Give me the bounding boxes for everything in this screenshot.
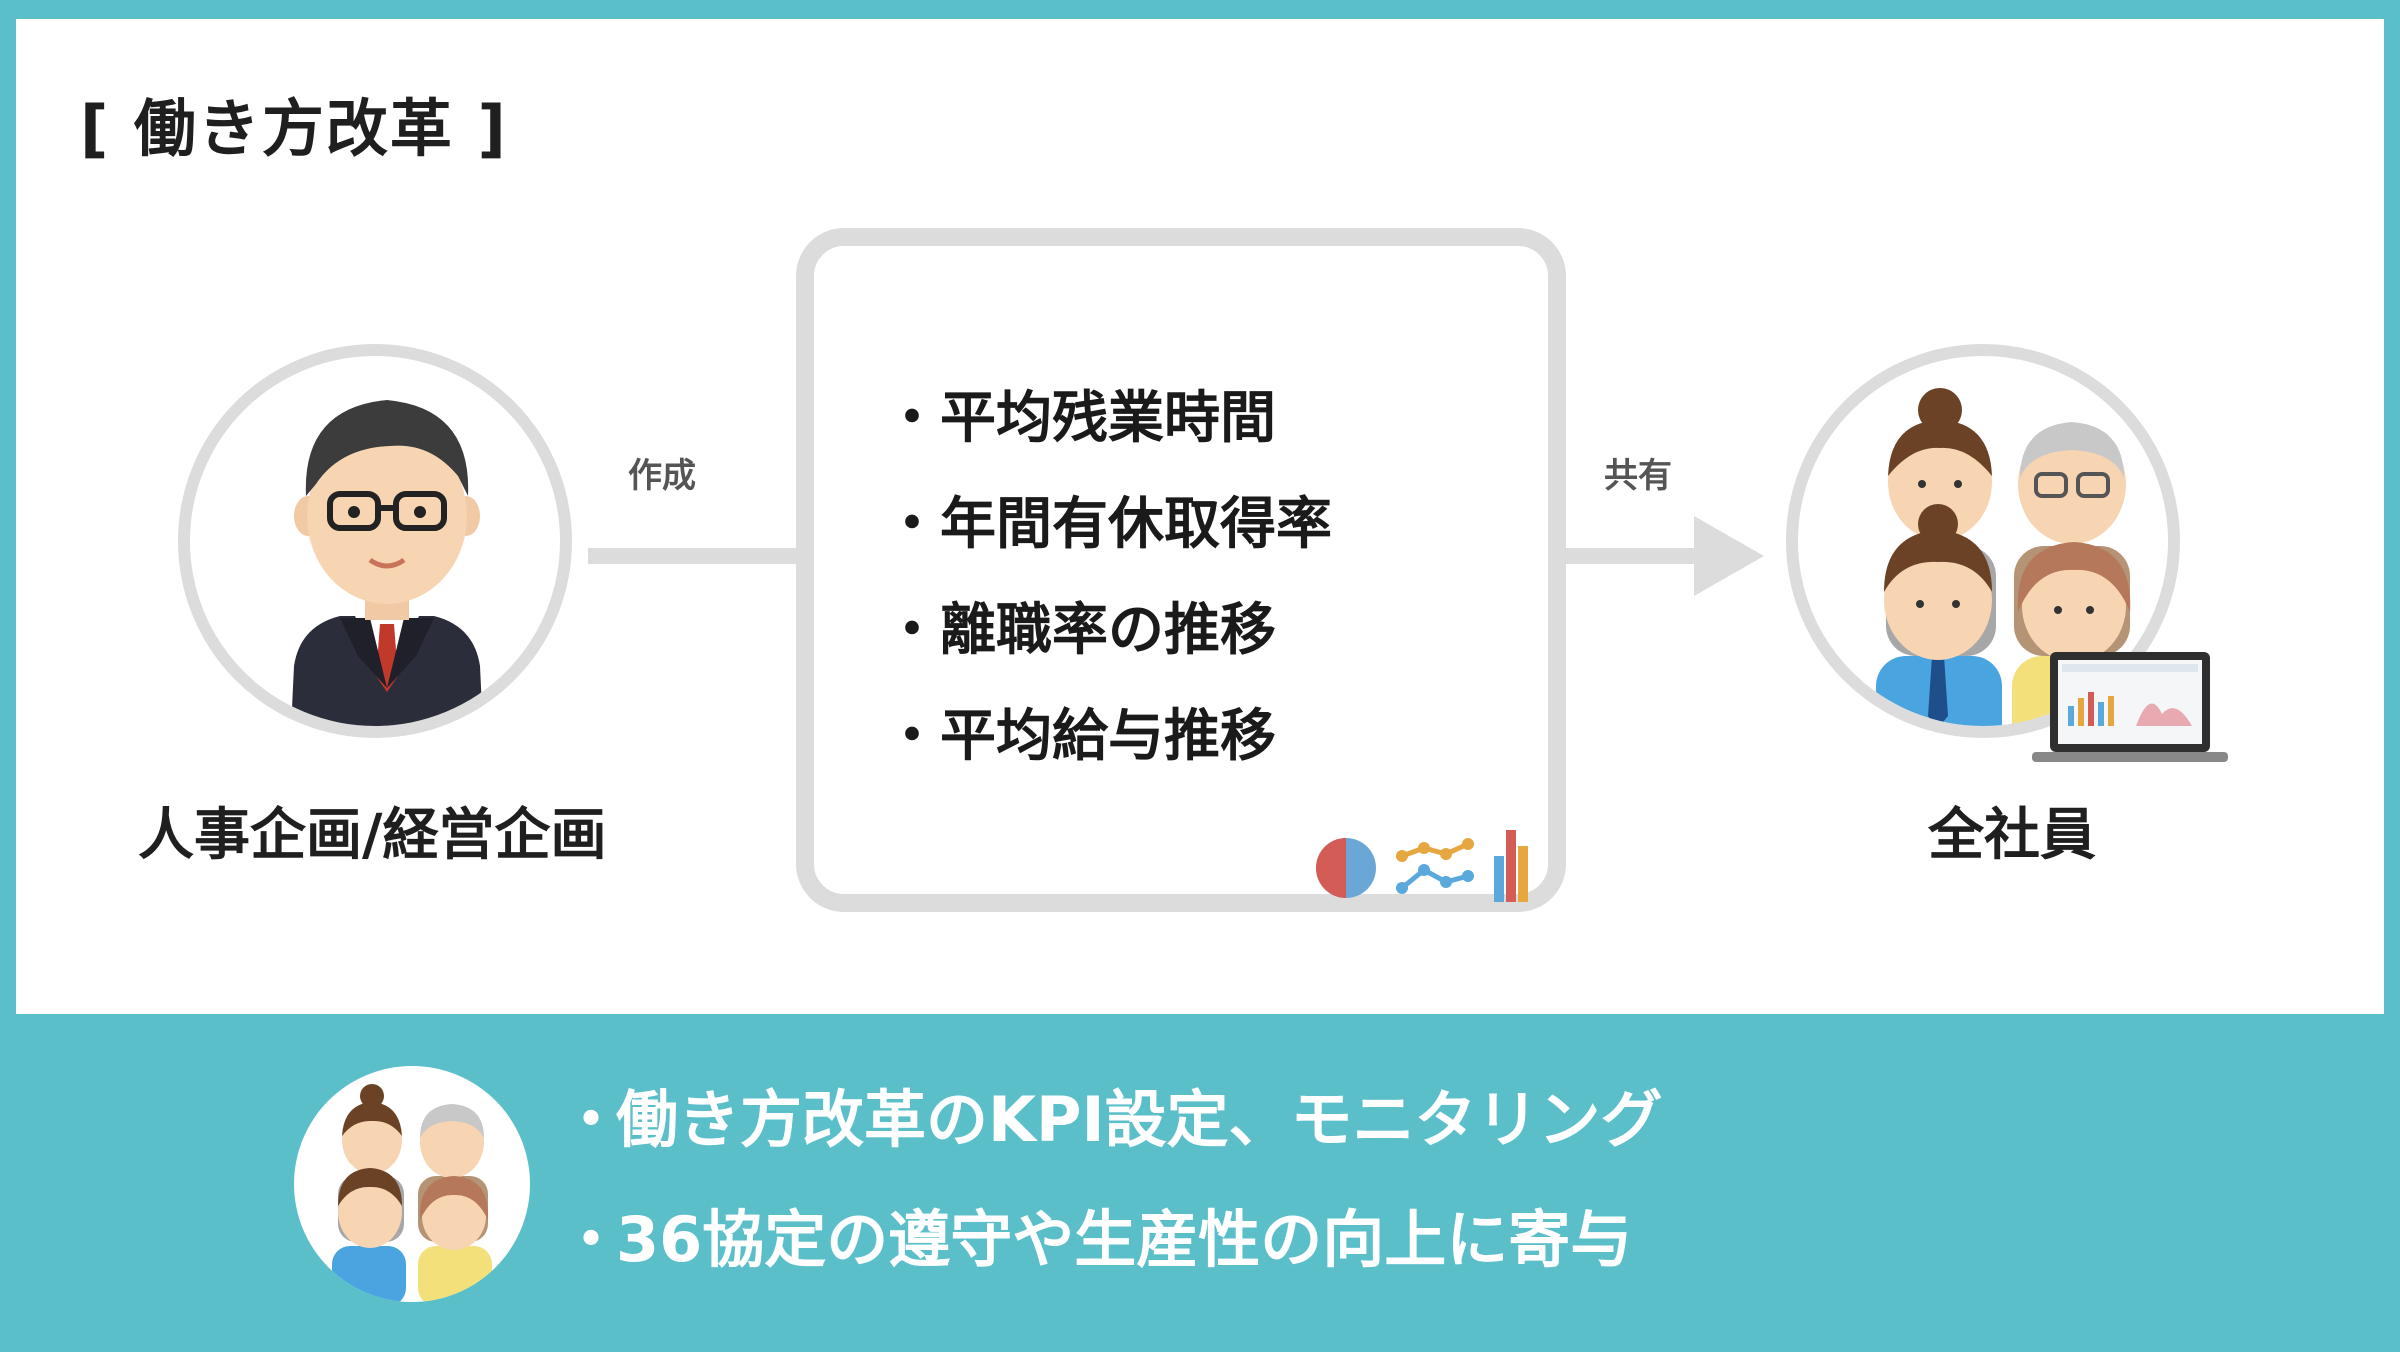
bullet: ・ xyxy=(884,492,940,557)
bar-chart-icon xyxy=(1494,830,1528,902)
kpi-item: ・平均残業時間 xyxy=(884,366,1332,472)
bullet: ・ xyxy=(560,1203,623,1276)
kpi-label: 離職率の推移 xyxy=(940,598,1276,663)
bullet: ・ xyxy=(884,704,940,769)
hr-planning-label: 人事企画/経営企画 xyxy=(138,803,607,868)
footer-benefit-label: 36協定の遵守や生産性の向上に寄与 xyxy=(616,1203,1633,1276)
businessman-icon xyxy=(291,400,483,726)
footer-benefit-item: ・働き方改革のKPI設定、モニタリング xyxy=(560,1060,1663,1180)
share-connector-line xyxy=(1562,548,1702,564)
laptop-dashboard-icon xyxy=(2032,652,2228,762)
footer-benefit-item: ・36協定の遵守や生産性の向上に寄与 xyxy=(560,1180,1663,1300)
businessman-circle xyxy=(178,344,572,738)
footer-benefit-label: 働き方改革のKPI設定、モニタリング xyxy=(616,1083,1663,1156)
create-connector-line xyxy=(588,548,800,564)
footer-benefits-list: ・働き方改革のKPI設定、モニタリング ・36協定の遵守や生産性の向上に寄与 xyxy=(560,1060,1663,1300)
pie-chart-icon xyxy=(1316,838,1376,898)
slide-title: [ 働き方改革 ] xyxy=(80,92,508,165)
share-label: 共有 xyxy=(1604,456,1672,496)
kpi-list: ・平均残業時間 ・年間有休取得率 ・離職率の推移 ・平均給与推移 xyxy=(884,366,1332,790)
kpi-label: 平均残業時間 xyxy=(940,386,1276,451)
bullet: ・ xyxy=(884,598,940,663)
kpi-label: 平均給与推移 xyxy=(940,704,1276,769)
kpi-item: ・離職率の推移 xyxy=(884,578,1332,684)
bullet: ・ xyxy=(884,386,940,451)
bullet: ・ xyxy=(560,1083,623,1156)
kpi-item: ・年間有休取得率 xyxy=(884,472,1332,578)
team-icon xyxy=(1876,388,2136,726)
team-icon xyxy=(332,1084,492,1302)
footer-team-avatar xyxy=(294,1066,530,1302)
chart-icons xyxy=(1316,830,1528,902)
arrow-right-icon xyxy=(1694,516,1764,596)
kpi-box: ・平均残業時間 ・年間有休取得率 ・離職率の推移 ・平均給与推移 xyxy=(796,228,1566,912)
kpi-label: 年間有休取得率 xyxy=(940,492,1332,557)
create-label: 作成 xyxy=(628,456,696,496)
kpi-item: ・平均給与推移 xyxy=(884,684,1332,790)
all-employees-label: 全社員 xyxy=(1928,803,2096,868)
line-chart-icon xyxy=(1396,838,1474,894)
